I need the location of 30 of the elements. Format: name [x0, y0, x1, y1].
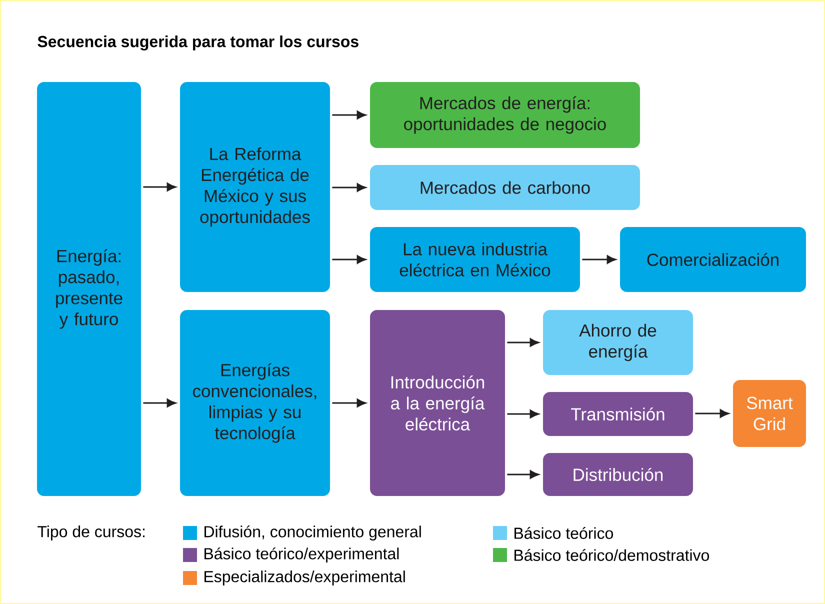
title: Secuencia sugerida para tomar los cursos — [38, 36, 358, 50]
legend-heading: Tipo de cursos: — [38, 526, 144, 540]
course-box: La Reforma Energética de México y sus oportunidades — [180, 82, 330, 292]
arrow — [332, 183, 366, 192]
course-box: Transmisión — [543, 392, 693, 436]
course-box: Energía: pasado, presente y futuro — [37, 82, 141, 496]
course-box: Ahorro de energía — [543, 310, 693, 375]
arrow — [695, 409, 729, 418]
arrow — [582, 255, 616, 264]
arrow — [332, 110, 366, 120]
course-box: La nueva industria eléctrica en México — [370, 227, 580, 292]
arrow — [507, 338, 539, 347]
course-box: Introducción a la energía eléctrica — [370, 310, 505, 496]
course-box: Comercialización — [620, 227, 806, 292]
arrow — [332, 398, 366, 408]
arrow — [507, 410, 539, 418]
legend-text: Básico teórico — [514, 527, 613, 539]
legend-text: Especializados/experimental — [204, 570, 405, 586]
course-box: Smart Grid — [733, 380, 806, 447]
arrow — [143, 182, 176, 192]
course-box: Energías convencionales, limpias y su tecnología — [180, 310, 330, 496]
legend-text: Básico teórico/experimental — [204, 547, 399, 563]
course-box: Mercados de carbono — [370, 165, 640, 210]
arrow — [332, 255, 366, 264]
arrow — [507, 470, 539, 479]
legend-text: Difusión, conocimiento general — [204, 525, 421, 541]
course-box: Mercados de energía: oportunidades de negocio — [370, 82, 640, 148]
course-box: Distribución — [543, 453, 693, 496]
arrow — [143, 398, 176, 408]
legend-text: Básico teórico/demostrativo — [514, 549, 710, 561]
